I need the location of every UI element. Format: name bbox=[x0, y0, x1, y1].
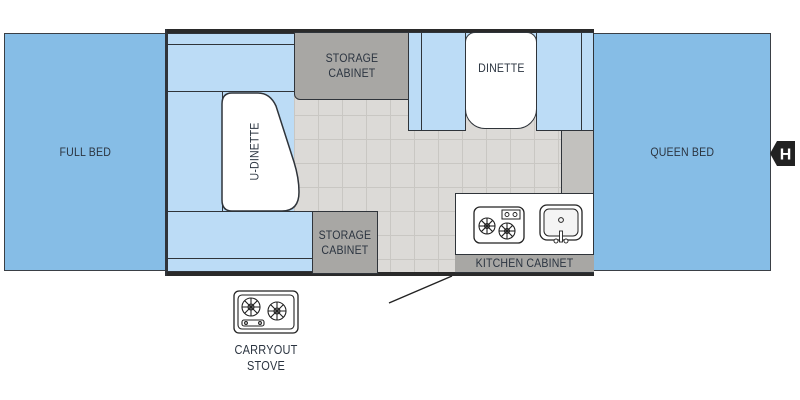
kitchen-cabinet-label: KITCHEN CABINET bbox=[475, 256, 574, 270]
storage-cabinet-top: STORAGE CABINET bbox=[294, 32, 409, 100]
carryout-stove-icon bbox=[233, 290, 299, 334]
side-cabinet bbox=[561, 130, 594, 194]
storage-cabinet-top-label-line1: STORAGE bbox=[325, 51, 378, 65]
entry-door[interactable] bbox=[385, 272, 457, 308]
full-bed-label: FULL BED bbox=[59, 144, 111, 159]
u-dinette-top-bench bbox=[167, 44, 295, 92]
storage-cabinet-bottom: STORAGE CABINET bbox=[312, 211, 378, 274]
carryout-stove-label-line2: STOVE bbox=[247, 358, 285, 373]
kitchen-counter: KITCHEN CABINET bbox=[455, 193, 594, 273]
storage-cabinet-top-label-line2: CABINET bbox=[327, 66, 375, 80]
kitchen-sink bbox=[539, 204, 583, 246]
svg-text:H: H bbox=[780, 147, 792, 164]
hitch-icon: H bbox=[770, 141, 795, 166]
u-dinette-bottom-back-cushion bbox=[167, 258, 313, 272]
sink-icon bbox=[539, 204, 583, 244]
dinette-left-seat bbox=[421, 32, 466, 131]
u-dinette-bottom-bench bbox=[167, 211, 313, 259]
left-wall bbox=[165, 29, 167, 276]
u-dinette-side-bench bbox=[167, 91, 223, 212]
u-dinette-table: U-DINETTE bbox=[220, 92, 302, 213]
stovetop-icon bbox=[473, 206, 525, 244]
kitchen-cabinet: KITCHEN CABINET bbox=[455, 254, 594, 272]
dinette-right-back-cushion bbox=[581, 32, 594, 131]
carryout-stove-label-line1: CARRYOUT bbox=[234, 343, 298, 357]
dinette-table: DINETTE bbox=[465, 32, 537, 129]
dinette-left-back-cushion bbox=[408, 32, 422, 131]
carryout-stove-label: CARRYOUT STOVE bbox=[218, 343, 313, 374]
u-dinette-label: U-DINETTE bbox=[247, 122, 262, 181]
storage-cabinet-bottom-label-line2: CABINET bbox=[321, 242, 369, 257]
bottom-wall bbox=[165, 272, 594, 276]
dinette-label: DINETTE bbox=[477, 61, 525, 75]
camper-body: U-DINETTE STORAGE CABINET STORAGE CABINE… bbox=[165, 29, 594, 276]
full-bed: FULL BED bbox=[4, 33, 166, 271]
kitchen-stove bbox=[473, 206, 525, 244]
carryout-stove bbox=[233, 290, 301, 334]
dinette-right-seat bbox=[536, 32, 582, 131]
queen-bed: QUEEN BED bbox=[593, 33, 771, 271]
top-wall bbox=[165, 29, 594, 33]
queen-bed-label: QUEEN BED bbox=[650, 144, 714, 159]
storage-cabinet-bottom-label-line1: STORAGE bbox=[318, 227, 372, 242]
hitch-marker: H bbox=[770, 141, 795, 166]
